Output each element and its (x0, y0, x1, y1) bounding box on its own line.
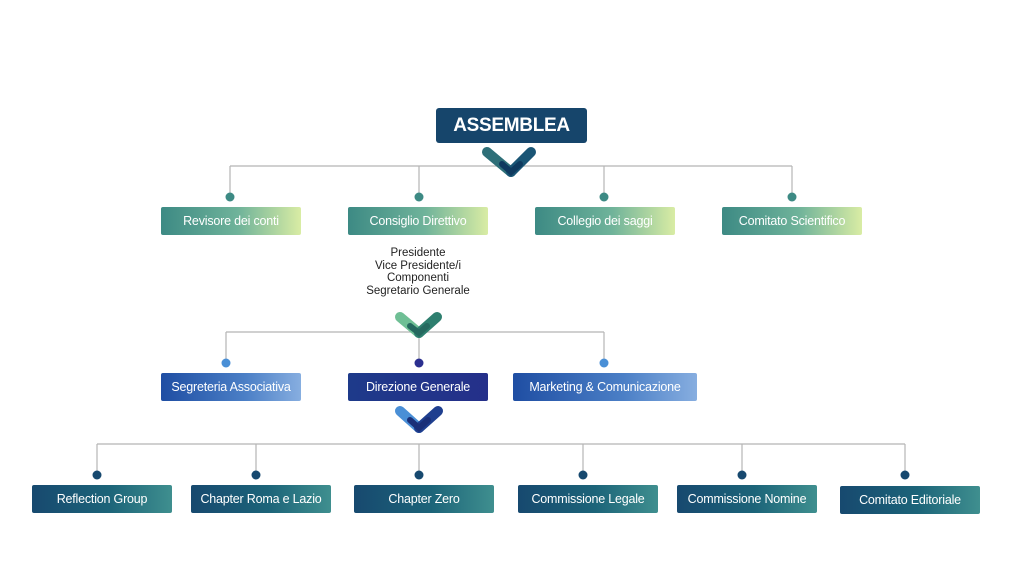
role-presidente: Presidente (390, 247, 446, 259)
node-label: Marketing & Comunicazione (529, 380, 681, 394)
node-label: Comitato Editoriale (859, 493, 961, 507)
node-label: Direzione Generale (365, 380, 471, 394)
role-vice-presidente: Vice Presidente/i (374, 259, 462, 272)
node-commissione-nomine: Commissione Nomine (677, 485, 817, 513)
connector-dot (92, 470, 102, 480)
node-consiglio-direttivo: Consiglio Direttivo (348, 207, 488, 235)
connector-dot (221, 358, 231, 368)
node-label: Commissione Legale (531, 492, 645, 506)
connector-dot (251, 470, 261, 480)
connector-dot (414, 358, 424, 368)
node-comitato-editoriale: Comitato Editoriale (840, 486, 980, 514)
node-direzione-generale: Direzione Generale (348, 373, 488, 401)
node-chapter-zero: Chapter Zero (354, 485, 494, 513)
node-label: Reflection Group (56, 492, 148, 506)
node-label: Revisore dei conti (183, 214, 279, 228)
node-label: Consiglio Direttivo (369, 214, 467, 228)
connector-dot (225, 192, 235, 202)
connector-dot (599, 192, 609, 202)
connector-dot (599, 358, 609, 368)
connector-dot (578, 470, 588, 480)
connector-dot (414, 470, 424, 480)
chevron-down-icon (395, 406, 443, 433)
node-chapter-roma-e-lazio: Chapter Roma e Lazio (191, 485, 331, 513)
connector-dot (737, 470, 747, 480)
node-label: Chapter Zero (388, 492, 460, 506)
node-segreteria-associativa: Segreteria Associativa (161, 373, 301, 401)
node-label: Segreteria Associativa (171, 380, 291, 394)
consiglio-roles-list: Presidente Vice Presidente/i Componenti … (338, 247, 498, 297)
node-label: Comitato Scientifico (738, 214, 846, 228)
role-segretario-generale: Segretario Generale (366, 284, 470, 297)
connector-dot (414, 192, 424, 202)
node-label: Chapter Roma e Lazio (200, 492, 322, 506)
chevron-down-icon (482, 147, 536, 177)
connector-dot (900, 470, 910, 480)
node-collegio-dei-saggi: Collegio dei saggi (535, 207, 675, 235)
node-label: Commissione Nomine (687, 492, 807, 506)
node-commissione-legale: Commissione Legale (518, 485, 658, 513)
node-revisore-dei-conti: Revisore dei conti (161, 207, 301, 235)
connector-dot (787, 192, 797, 202)
node-comitato-scientifico: Comitato Scientifico (722, 207, 862, 235)
node-label: Collegio dei saggi (557, 214, 653, 228)
node-assemblea: ASSEMBLEA (436, 108, 587, 143)
role-componenti: Componenti (386, 272, 449, 284)
chevron-down-icon (395, 312, 442, 338)
node-label: ASSEMBLEA (453, 114, 570, 136)
node-marketing-comunicazione: Marketing & Comunicazione (513, 373, 697, 401)
node-reflection-group: Reflection Group (32, 485, 172, 513)
